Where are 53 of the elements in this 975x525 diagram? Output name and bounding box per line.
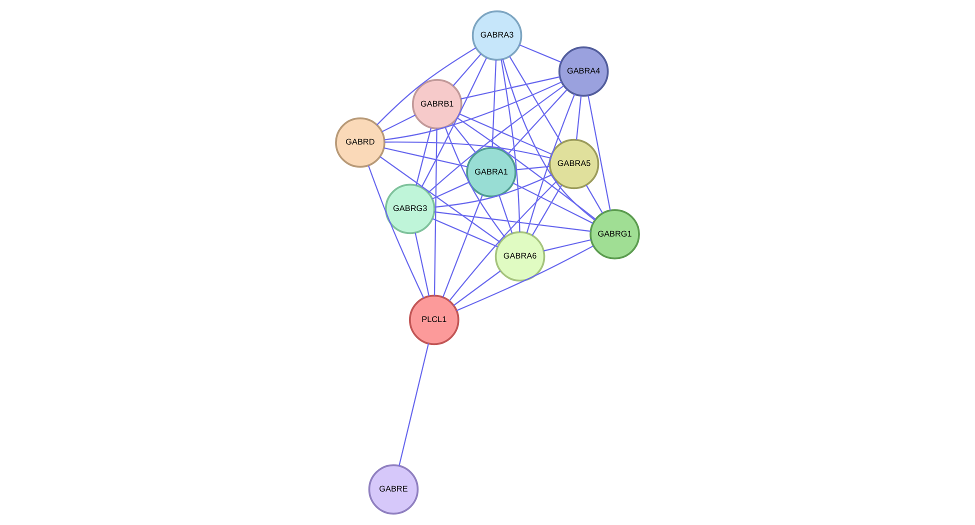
connector — [460, 76, 560, 100]
connector — [459, 113, 552, 155]
connector — [500, 60, 520, 232]
connector — [452, 123, 477, 154]
connector — [368, 165, 424, 298]
connector — [434, 211, 591, 232]
connector — [515, 166, 550, 170]
connector — [432, 182, 470, 200]
connector — [492, 60, 497, 148]
connector — [544, 239, 592, 252]
connector — [382, 114, 416, 132]
node-circle: GABRA5 — [548, 138, 600, 190]
connector — [432, 218, 498, 248]
node-circle: PLCL1 — [409, 294, 460, 346]
connector — [457, 117, 596, 220]
connector — [414, 232, 430, 296]
node-circle: GABRA4 — [558, 46, 609, 97]
connector — [508, 89, 568, 154]
connector — [532, 184, 562, 236]
connector — [588, 95, 611, 211]
node-circle: GABRA6 — [494, 231, 546, 282]
connector — [586, 184, 604, 214]
node-circle: GABRG3 — [384, 184, 436, 234]
connector — [452, 54, 482, 86]
node-circle: GABRG1 — [590, 209, 640, 260]
connector — [380, 156, 500, 243]
connector — [576, 96, 582, 140]
connector — [509, 56, 562, 144]
connector — [512, 182, 594, 224]
connector — [502, 58, 596, 221]
connector — [416, 128, 432, 186]
connector — [434, 128, 438, 296]
connector — [398, 343, 430, 466]
connector — [384, 81, 562, 140]
connector — [384, 141, 550, 158]
connector — [448, 180, 558, 302]
node-circle: GABRB1 — [412, 79, 462, 130]
connector — [519, 44, 562, 63]
node-circle: GABRD — [335, 117, 386, 168]
connector — [428, 85, 564, 194]
connector — [453, 270, 501, 306]
connector — [434, 174, 552, 208]
connector — [376, 47, 476, 126]
connector — [456, 245, 594, 312]
node-circle: GABRA1 — [466, 147, 516, 198]
node-circle: GABRA3 — [472, 10, 522, 61]
connector — [444, 126, 506, 238]
connector — [384, 147, 468, 168]
node-circle: GABRE — [368, 464, 419, 515]
connector — [498, 194, 513, 234]
connector — [526, 94, 576, 234]
connector — [421, 57, 488, 188]
connector — [442, 194, 484, 298]
